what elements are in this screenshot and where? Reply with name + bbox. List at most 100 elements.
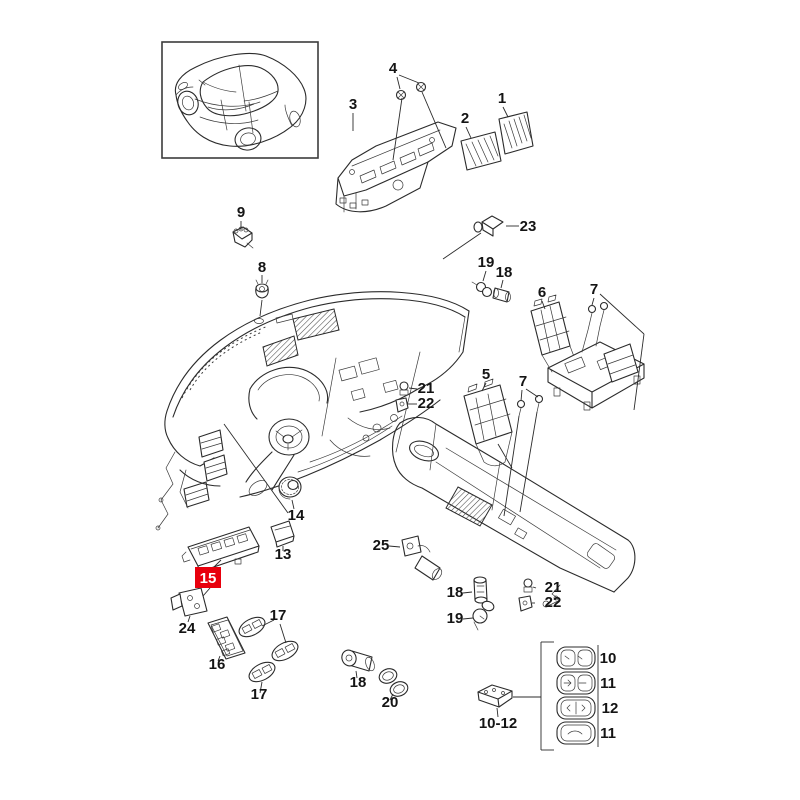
part-label-12: 12: [602, 700, 619, 717]
part-label-15: 15: [200, 570, 217, 587]
dashboard-drawing: [155, 291, 470, 531]
leader-line: [481, 382, 487, 392]
button-face-12: [556, 696, 596, 720]
bulb-icon: [399, 381, 409, 391]
part-5-vent: [463, 378, 513, 467]
part-18-socket-mid: [473, 576, 488, 604]
part-label-2: 2: [461, 110, 469, 127]
button-face-11b: [556, 721, 596, 745]
screw-icon: [516, 399, 526, 409]
leader-line: [223, 423, 289, 514]
speaker-grille: [262, 335, 299, 367]
car-thumbnail: [161, 41, 319, 159]
speaker-grille: [292, 308, 340, 341]
part-label-18: 18: [350, 674, 367, 691]
part-21-22-right: [518, 578, 533, 612]
part-20-rings: [378, 668, 409, 697]
part-label-11: 11: [600, 675, 616, 692]
side-vent: [183, 481, 210, 508]
part-23-sensor: [473, 215, 504, 237]
car-thumbnail-border: [161, 41, 319, 159]
sensor-hole: [254, 318, 264, 324]
leader-line: [259, 681, 263, 694]
part-2-grille: [460, 131, 502, 171]
leader-line: [421, 91, 447, 149]
part-9-clip: [232, 226, 254, 249]
leader-line: [520, 389, 523, 402]
screw-icon: [534, 394, 544, 404]
part-label-23: 23: [520, 218, 537, 235]
cupholder: [409, 440, 439, 462]
leader-line: [599, 293, 645, 335]
part-label-21: 21: [545, 579, 562, 596]
leader-line: [482, 270, 487, 282]
part-label-21: 21: [418, 380, 435, 397]
leader-line: [503, 415, 520, 517]
part-19-18-upper: [471, 281, 511, 303]
button-face-10: [556, 646, 596, 670]
part-label-17: 17: [251, 686, 268, 703]
part-label-19: 19: [478, 254, 495, 271]
part-25-actuator: [401, 535, 443, 581]
leader-line: [532, 586, 537, 589]
part-label-22: 22: [545, 594, 562, 611]
screw-icon: [599, 301, 609, 311]
leader-line: [259, 299, 263, 317]
leader-line: [396, 76, 401, 90]
part-label-10-12: 10-12: [479, 715, 517, 732]
part-label-19: 19: [447, 610, 464, 627]
leader-line: [261, 619, 275, 627]
part-7-screws-right: [581, 301, 609, 353]
part-13-switch: [270, 520, 295, 548]
highlight-box-15: [195, 567, 221, 588]
part-7-screws-mid: [516, 394, 544, 417]
side-vent: [198, 429, 224, 458]
part-label-24: 24: [179, 620, 196, 637]
leader-line: [389, 693, 394, 701]
part-label-1: 1: [498, 90, 506, 107]
part-label-6: 6: [538, 284, 546, 301]
socket-part: [395, 397, 409, 413]
leader-line: [187, 615, 191, 623]
shifter-area: [445, 486, 493, 527]
part-label-9: 9: [237, 204, 245, 221]
leader-line: [408, 387, 418, 390]
bulb-carrier: [492, 287, 510, 303]
part-label-20: 20: [382, 694, 399, 711]
center-console: [391, 416, 636, 608]
leader-line: [541, 300, 546, 310]
leader-line: [465, 126, 472, 139]
part-16-switch-panel: [207, 616, 246, 660]
leader-line: [355, 670, 358, 679]
leader-line: [462, 591, 473, 594]
right-vent-assembly: [547, 341, 645, 411]
part-21-22-left: [395, 381, 409, 413]
car-sketch: [174, 52, 307, 151]
bulb-icon: [523, 578, 533, 588]
leader-line: [497, 443, 513, 469]
leader-line: [279, 623, 287, 644]
button-face-11a: [556, 671, 596, 695]
part-label-7: 7: [590, 281, 598, 298]
part-label-18: 18: [447, 584, 464, 601]
button-faces: [556, 646, 596, 745]
leader-line: [202, 587, 211, 597]
leader-line: [213, 559, 222, 568]
leader-line: [496, 707, 499, 718]
part-label-10: 10: [600, 650, 617, 667]
part-3-trim-frame: [335, 121, 457, 213]
part-label-5: 5: [482, 366, 490, 383]
leader-line: [398, 74, 420, 84]
part-18-lighter: [341, 649, 375, 672]
part-label-11: 11: [600, 725, 616, 742]
leader-line: [500, 279, 504, 289]
part-label-13: 13: [275, 546, 292, 563]
leader-line: [217, 655, 221, 662]
part-label-18: 18: [496, 264, 513, 281]
part-10-12-connector: [477, 684, 513, 708]
part-label-8: 8: [258, 259, 266, 276]
socket-part: [518, 595, 533, 612]
part-8-grommet: [255, 279, 269, 299]
part-label-25: 25: [373, 537, 390, 554]
